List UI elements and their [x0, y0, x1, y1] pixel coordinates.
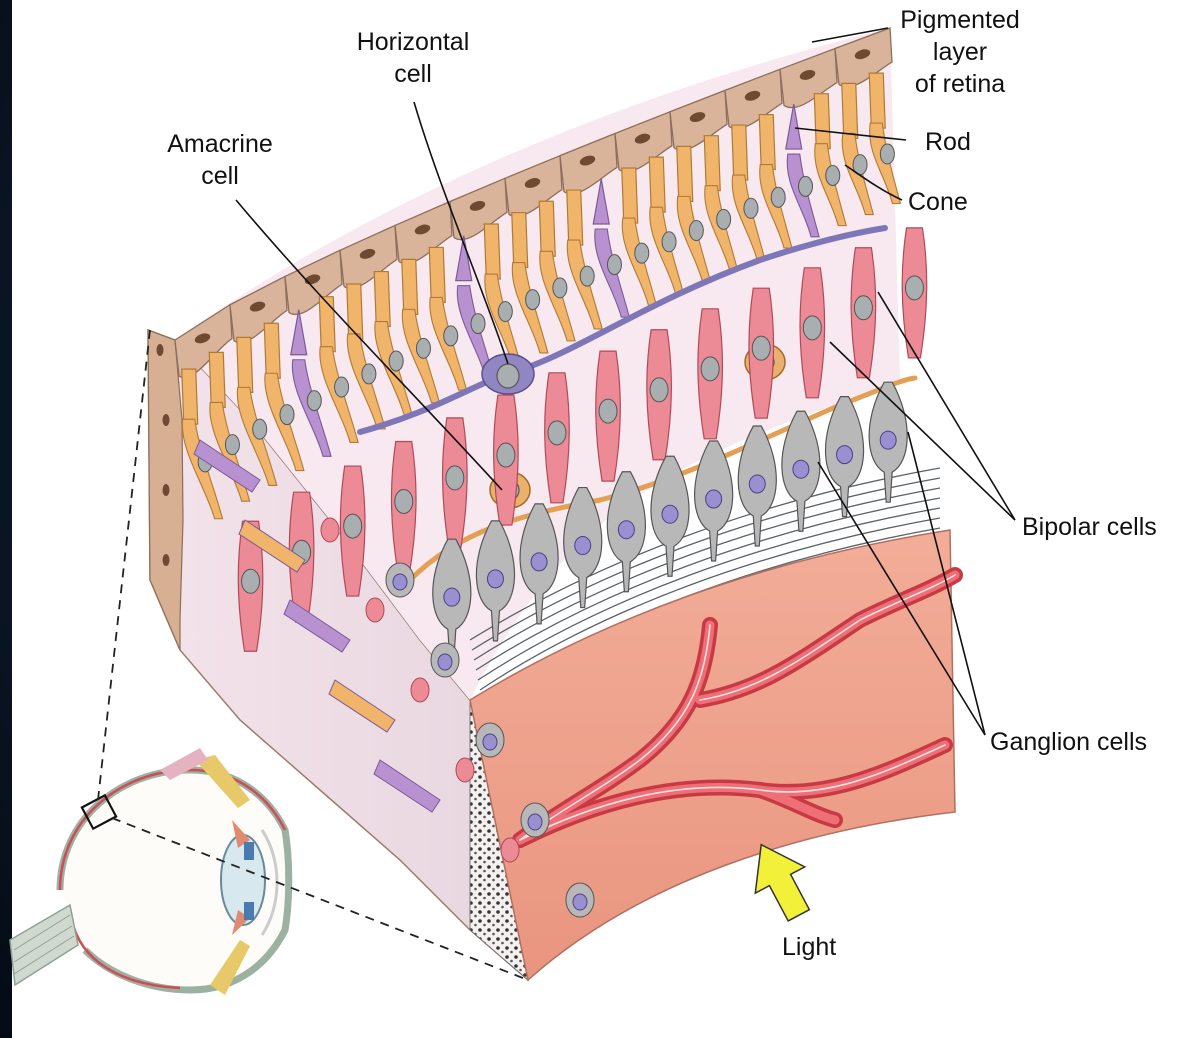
rod-cell [567, 190, 583, 245]
rod-cell-nucleus [526, 290, 540, 310]
bipolar-nucleus [497, 443, 515, 467]
ganglion-nucleus [880, 431, 896, 449]
label-pigmented-line1: Pigmented [900, 6, 1020, 34]
ganglion-nucleus [531, 553, 547, 571]
cone-cell-nucleus [607, 255, 621, 275]
rod-cell-nucleus [498, 302, 512, 322]
ganglion-nucleus [618, 521, 634, 539]
rod-cell [539, 201, 555, 256]
ganglion-nucleus [575, 537, 591, 555]
cone-cell-nucleus [471, 314, 485, 334]
bipolar-nucleus [599, 399, 617, 423]
rod-cell-nucleus [580, 266, 594, 286]
rod-cell-nucleus [826, 165, 840, 185]
label-pigmented-line2: layer [933, 38, 987, 66]
bipolar-nucleus [242, 569, 260, 593]
side-bipolar [411, 678, 429, 702]
cone-cell-nucleus [798, 176, 812, 196]
rod-cell [182, 369, 198, 424]
side-bipolar [366, 598, 384, 622]
rod-cell [429, 247, 445, 302]
rod-cell-nucleus [553, 278, 567, 298]
bipolar-nucleus [701, 357, 719, 381]
side-ganglion-nucleus [483, 734, 497, 750]
rod-cell [732, 125, 748, 180]
rod-cell [869, 73, 885, 128]
bipolar-nucleus [446, 466, 464, 490]
rod-cell-nucleus [744, 198, 758, 218]
bipolar-nucleus [650, 378, 668, 402]
rod-cell [347, 284, 363, 339]
label-bipolar-cells: Bipolar cells [1022, 513, 1157, 541]
side-bipolar [501, 838, 519, 862]
label-cone: Cone [908, 188, 968, 216]
label-horizontal-line1: Horizontal [357, 28, 470, 56]
rod-cell-nucleus [771, 187, 785, 207]
label-horizontal-line2: cell [394, 60, 432, 88]
rod-cell-nucleus [635, 243, 649, 263]
rod-cell [704, 136, 720, 191]
rod-cell [622, 168, 638, 223]
rod-cell [237, 337, 253, 392]
label-amacrine-line2: cell [201, 162, 239, 190]
cone-cell-nucleus [307, 391, 321, 411]
rod-cell [842, 83, 858, 138]
label-pigmented-line3: of retina [915, 70, 1005, 98]
rod-cell [484, 224, 500, 279]
rod-cell-nucleus [717, 209, 731, 229]
rod-cell-nucleus [662, 232, 676, 252]
rod-cell [649, 157, 665, 212]
ganglion-nucleus [444, 588, 460, 606]
rod-cell [374, 272, 390, 327]
rod-cell [759, 115, 775, 170]
label-rod: Rod [925, 128, 971, 156]
bipolar-nucleus [854, 296, 872, 320]
side-ganglion-nucleus [573, 894, 587, 910]
rod-cell-nucleus [225, 435, 239, 455]
rod-cell [677, 146, 693, 201]
rod-cell-nucleus [253, 419, 267, 439]
ganglion-nucleus [662, 505, 678, 523]
bipolar-nucleus [344, 514, 362, 538]
rod-cell-nucleus [335, 377, 349, 397]
ganglion-nucleus [706, 490, 722, 508]
rod-cell [209, 352, 225, 407]
ganglion-nucleus [837, 446, 853, 464]
side-ganglion-nucleus [528, 814, 542, 830]
label-ganglion-cells: Ganglion cells [990, 728, 1147, 756]
rod-cell-nucleus [444, 326, 458, 346]
rod-cell-nucleus [880, 144, 894, 164]
rod-cell-nucleus [416, 338, 430, 358]
bipolar-nucleus [395, 489, 413, 513]
label-light: Light [782, 933, 836, 961]
ganglion-nucleus [793, 460, 809, 478]
rod-cell [264, 323, 280, 378]
ganglion-nucleus [487, 570, 503, 588]
rod-cell-nucleus [280, 405, 294, 425]
side-ganglion-nucleus [438, 654, 452, 670]
label-amacrine-line1: Amacrine [167, 130, 273, 158]
rod-cell-nucleus [389, 351, 403, 371]
bipolar-nucleus [548, 421, 566, 445]
side-bipolar [321, 518, 339, 542]
ganglion-nucleus [749, 475, 765, 493]
side-ganglion-nucleus [393, 574, 407, 590]
rod-cell [319, 297, 335, 352]
rod-cell-nucleus [362, 364, 376, 384]
bipolar-nucleus [905, 276, 923, 300]
rod-cell [402, 259, 418, 314]
rod-cell [512, 213, 528, 268]
side-bipolar [456, 758, 474, 782]
bipolar-nucleus [752, 336, 770, 360]
rod-cell [814, 94, 830, 149]
rod-cell-nucleus [689, 221, 703, 241]
bipolar-nucleus [803, 316, 821, 340]
